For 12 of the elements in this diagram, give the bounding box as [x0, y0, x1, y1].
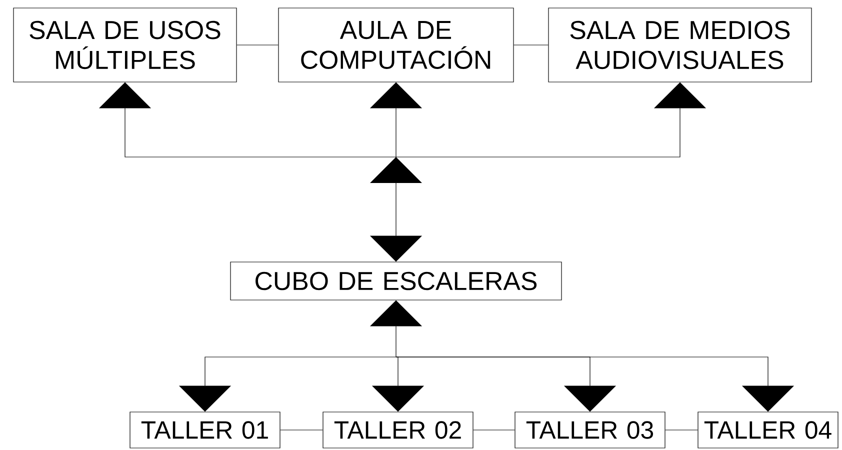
room-box: SALA DE USOS MÚLTIPLES	[13, 8, 237, 82]
room-box: SALA DE MEDIOS AUDIOVISUALES	[548, 8, 812, 82]
connector	[236, 44, 278, 46]
room-box: CUBO DE ESCALERAS	[230, 262, 562, 300]
room-box: TALLER 01	[130, 412, 280, 448]
room-box: TALLER 03	[514, 412, 666, 448]
connector	[396, 356, 794, 412]
room-box: TALLER 04	[698, 412, 838, 448]
connector	[514, 44, 548, 46]
connector	[98, 82, 396, 158]
room-box: TALLER 02	[322, 412, 474, 448]
room-box: AULA DE COMPUTACIÓN	[278, 8, 514, 82]
